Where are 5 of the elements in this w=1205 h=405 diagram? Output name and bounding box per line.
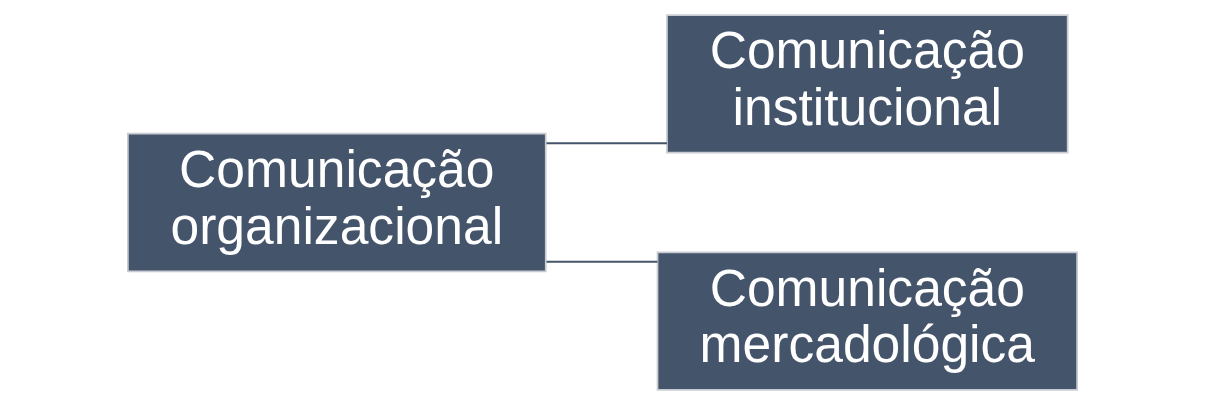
node-box: Comunicação organizacional (127, 132, 547, 273)
connector (546, 260, 658, 263)
node-box: Comunicação institucional (666, 14, 1069, 154)
node-box: Comunicação mercadológica (656, 251, 1078, 391)
connector (546, 142, 667, 145)
